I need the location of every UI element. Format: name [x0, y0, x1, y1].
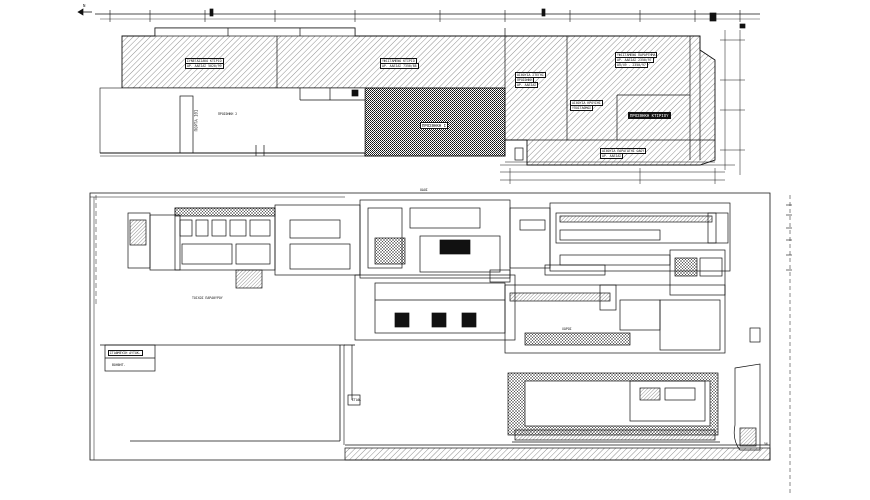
label-dark-band: ΠΡΟΣΘΗΚΗ ΚΤΙΡΙΟΥ: [628, 112, 671, 119]
label-parking-a: ΣΤΑΘΜΕΥΣΗ ΑΥΤΟΚ.: [108, 350, 143, 356]
label-gate: ΠΟΡΤΑ 101: [193, 109, 199, 132]
label-center-right-small-2: ΥΠΟΣΤΑΘΜΟΣ: [570, 105, 594, 111]
label-center-building-2: ΑΡ. ΑΔΕΙΑΣ 7350/88: [380, 63, 419, 69]
label-hatched-square: ΠΡΟΣΘΗΚΗ Ι: [420, 122, 449, 129]
label-mid-right-3: ΑΡ. ΑΔΕΙΑΣ: [515, 82, 539, 88]
label-right-mark: 56: [764, 442, 768, 446]
label-right-building-3: ΑΠ/49 - 2350/97: [615, 62, 648, 68]
label-bottom-left: ΤΟΙΧΟΣ ΠΑΡΑΘΥΡΟΥ: [192, 296, 223, 300]
label-left-building-2: ΑΡ. ΑΔΕΙΑΣ 5020/99: [185, 63, 224, 69]
label-small-center: ΣΤΑΘ.: [352, 398, 362, 402]
bottom-site-plan: [89, 192, 792, 495]
label-top-road: ΟΔΟΣ: [420, 188, 428, 192]
label-top-dim: Ν: [83, 3, 86, 8]
label-bottom-right-2: ΑΡ. ΑΔΕΙΑΣ: [600, 153, 624, 159]
label-parking-b: ΒΟΗΘΗΤ.: [112, 363, 126, 367]
label-mid: ΧΩΡΟΣ: [562, 327, 572, 331]
label-left-small-box: ΠΡΟΣΘΗΚΗ 2: [218, 112, 238, 116]
top-site-plan: [77, 8, 760, 184]
north-arrow-icon: [77, 8, 92, 16]
